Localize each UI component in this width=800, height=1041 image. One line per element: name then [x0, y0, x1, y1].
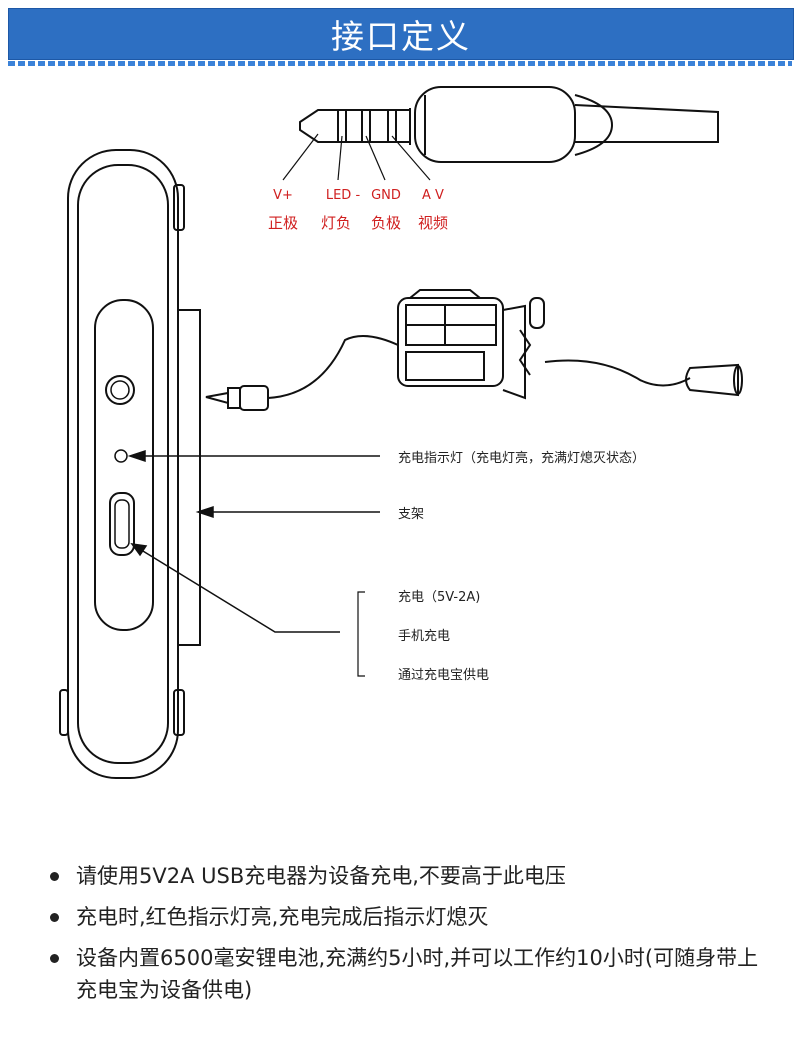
usb-port	[109, 492, 135, 556]
bullet-icon	[50, 872, 59, 881]
notes-list: 请使用5V2A USB充电器为设备充电,不要高于此电压 充电时,红色指示灯亮,充…	[50, 860, 770, 1015]
callout-powerbank: 通过充电宝供电	[398, 668, 490, 683]
callout-indicator: 充电指示灯（充电灯亮，充满灯熄灭状态）	[398, 451, 646, 466]
note-item: 请使用5V2A USB充电器为设备充电,不要高于此电压	[50, 860, 770, 892]
pin-label-gnd: GND	[371, 188, 401, 203]
callout-charge: 充电（5V-2A)	[398, 590, 481, 605]
pin-desc-av: 视频	[417, 214, 448, 232]
device-body	[59, 149, 201, 779]
pin-desc-v-plus: 正极	[267, 214, 298, 232]
lens-end	[685, 363, 743, 397]
callout-arrows	[127, 449, 380, 633]
indicator-led	[114, 449, 128, 463]
camera	[397, 289, 545, 400]
header-stripe	[8, 61, 792, 66]
pin-leaders	[282, 133, 431, 181]
callout-stand: 支架	[398, 507, 425, 522]
pin-label-v-plus: V+	[273, 188, 293, 203]
bullet-icon	[50, 913, 59, 922]
callout-phone: 手机充电	[398, 629, 451, 644]
note-item: 设备内置6500毫安锂电池,充满约5小时,并可以工作约10小时(可随身带上充电宝…	[50, 942, 770, 1006]
charge-bracket	[357, 591, 365, 677]
note-item: 充电时,红色指示灯亮,充电完成后指示灯熄灭	[50, 901, 770, 933]
camera-cable-right	[544, 359, 691, 387]
av-plug	[299, 86, 719, 163]
note-text: 充电时,红色指示灯亮,充电完成后指示灯熄灭	[76, 905, 489, 929]
small-jack	[205, 385, 269, 411]
header-bar: 接口定义	[8, 8, 794, 60]
page-title: 接口定义	[331, 17, 471, 56]
note-text: 请使用5V2A USB充电器为设备充电,不要高于此电压	[76, 864, 566, 888]
note-text: 设备内置6500毫安锂电池,充满约5小时,并可以工作约10小时(可随身带上充电宝…	[76, 946, 759, 1002]
pin-desc-led: 灯负	[320, 214, 351, 232]
pin-label-led: LED -	[325, 188, 361, 203]
pin-desc-gnd: 负极	[370, 214, 401, 232]
bullet-icon	[50, 954, 59, 963]
camera-cable	[267, 335, 399, 399]
audio-jack	[105, 375, 135, 405]
pin-label-av: A V	[422, 188, 444, 203]
